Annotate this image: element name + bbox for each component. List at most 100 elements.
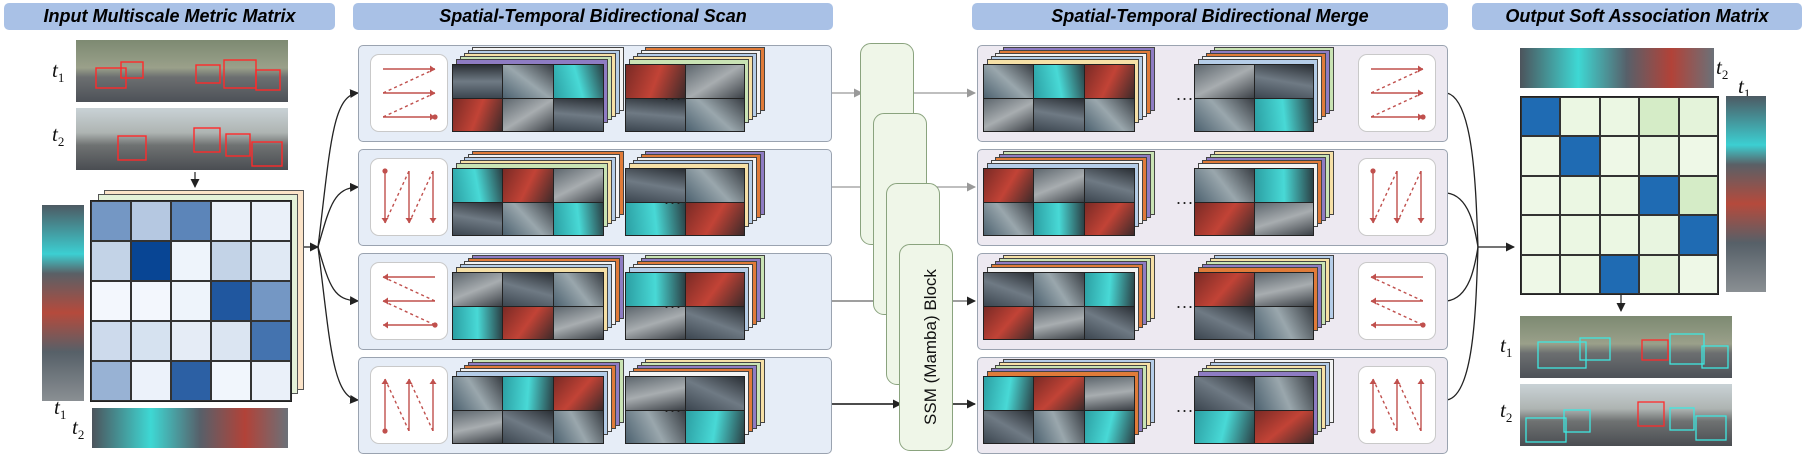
matrix-cell	[211, 361, 251, 401]
matrix-cell	[1560, 175, 1600, 216]
scan-pattern-2	[370, 158, 448, 236]
crop-tile	[1254, 65, 1313, 98]
crop-tile	[453, 98, 503, 131]
matrix-cell	[1678, 175, 1718, 216]
crop-tile	[503, 202, 553, 235]
crop-tile	[1034, 306, 1084, 339]
crop-tile	[685, 410, 744, 443]
crop-tile	[453, 65, 503, 98]
crop-tile	[453, 202, 503, 235]
matrix-cell	[171, 201, 211, 241]
input-t1-label: t1	[52, 58, 65, 86]
matrix-cell	[91, 361, 131, 401]
header-scan: Spatial-Temporal Bidirectional Scan	[353, 3, 833, 30]
matrix-cell	[1599, 136, 1640, 176]
output-top-crops	[1520, 48, 1714, 88]
header-output: Output Soft Association Matrix	[1472, 3, 1802, 30]
crop-tile	[1195, 65, 1254, 98]
matrix-cell	[1521, 175, 1561, 216]
ssm-block-label: SSM (Mamba) Block	[905, 247, 957, 447]
crop-tile	[553, 65, 603, 98]
crop-tile	[984, 306, 1034, 339]
input-scene-t2	[76, 108, 288, 170]
matrix-cell	[1599, 175, 1640, 216]
crop-tile	[984, 169, 1034, 202]
stack-front-tile-grid	[1194, 168, 1314, 236]
matrix-cell	[131, 361, 171, 401]
stack-front-tile-grid	[983, 272, 1135, 340]
matrix-cell	[251, 281, 291, 321]
matrix-cell	[1678, 136, 1718, 176]
merge-pattern-3	[1358, 262, 1436, 340]
crop-tile	[453, 273, 503, 306]
stack-front-tile-grid	[625, 64, 745, 132]
matrix-cell	[91, 321, 131, 361]
output-t1-label: t1	[1738, 74, 1751, 102]
merge-ellipsis-1: ...	[1176, 84, 1195, 104]
crop-tile	[553, 410, 603, 443]
matrix-cell	[1678, 97, 1718, 137]
matrix-cell	[1521, 215, 1561, 255]
crop-tile	[1195, 169, 1254, 202]
matrix-cell	[171, 281, 211, 321]
crop-tile	[626, 410, 685, 443]
stack-front-tile-grid	[983, 376, 1135, 444]
matrix-cell	[1639, 175, 1679, 216]
stack-front-tile-grid	[625, 376, 745, 444]
input-scene-t1	[76, 40, 288, 102]
matrix-cell	[131, 241, 171, 281]
crop-tile	[553, 169, 603, 202]
crop-tile	[1034, 98, 1084, 131]
crop-tile	[1195, 306, 1254, 339]
merge-ellipsis-3: ...	[1176, 292, 1195, 312]
matrix-cell	[1639, 215, 1679, 255]
crop-tile	[984, 377, 1034, 410]
header-input: Input Multiscale Metric Matrix	[4, 3, 335, 30]
merge-ellipsis-4: ...	[1176, 396, 1195, 416]
crop-tile	[1195, 377, 1254, 410]
crop-tile	[1254, 377, 1313, 410]
crop-tile	[1084, 377, 1134, 410]
matrix-cell	[171, 361, 211, 401]
crop-tile	[1084, 169, 1134, 202]
crop-tile	[453, 377, 503, 410]
crop-tile	[553, 273, 603, 306]
crop-tile	[453, 169, 503, 202]
input-matrix	[90, 200, 292, 402]
crop-tile	[1254, 273, 1313, 306]
matrix-cell	[251, 361, 291, 401]
crop-tile	[553, 202, 603, 235]
crop-tile	[553, 98, 603, 131]
matrix-cell	[1560, 254, 1600, 294]
crop-tile	[626, 202, 685, 235]
crop-tile	[553, 377, 603, 410]
matrix-cell	[1560, 215, 1600, 255]
matrix-cell	[1599, 97, 1640, 137]
matrix-cell	[211, 281, 251, 321]
crop-tile	[984, 410, 1034, 443]
matrix-cell	[1678, 254, 1718, 294]
output-scene-t1-label: t1	[1500, 333, 1513, 361]
crop-tile	[685, 98, 744, 131]
matrix-cell	[131, 281, 171, 321]
matrix-cell	[211, 201, 251, 241]
crop-tile	[984, 65, 1034, 98]
matrix-cell	[1639, 136, 1679, 176]
matrix-cell	[91, 201, 131, 241]
crop-tile	[503, 377, 553, 410]
ssm-block-text: SSM (Mamba) Block	[921, 269, 940, 425]
matrix-cell	[1521, 136, 1561, 176]
stack-front-tile-grid	[452, 64, 604, 132]
matrix-cell	[1521, 254, 1561, 294]
crop-tile	[553, 306, 603, 339]
matrix-cell	[1599, 215, 1640, 255]
crop-tile	[685, 377, 744, 410]
crop-tile	[503, 98, 553, 131]
crop-tile	[1034, 410, 1084, 443]
crop-tile	[1254, 169, 1313, 202]
stack-front-tile-grid	[1194, 272, 1314, 340]
crop-tile	[1084, 65, 1134, 98]
input-t2-label: t2	[52, 122, 65, 150]
merge-pattern-4	[1358, 366, 1436, 444]
